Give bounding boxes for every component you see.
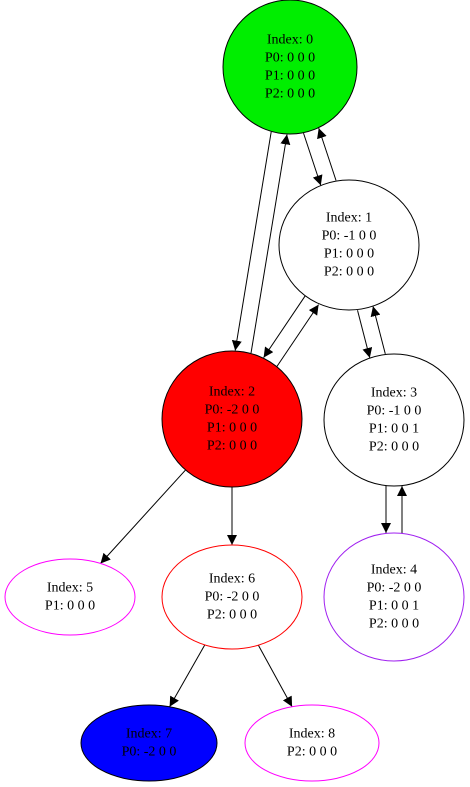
edge-n1-to-n3 (357, 310, 373, 359)
edge-n0-to-n1 (303, 132, 323, 186)
node-6: Index: 6 P0: -2 0 0 P2: 0 0 0 (161, 544, 303, 650)
node-shape (161, 544, 303, 650)
node-label-line: P1: 0 0 1 (369, 422, 419, 437)
node-label-line: P1: 0 0 0 (324, 247, 374, 262)
node-shape (323, 532, 465, 662)
node-4: Index: 4 P0: -2 0 0 P1: 0 0 1 P2: 0 0 0 (323, 532, 465, 662)
node-label-line: Index: 4 (371, 563, 417, 578)
node-shape (80, 704, 218, 782)
node-label-line: Index: 5 (47, 581, 93, 596)
node-label-line: P0: -2 0 0 (367, 581, 422, 596)
node-label-line: P2: 0 0 0 (369, 440, 419, 455)
node-label-line: P2: 0 0 0 (287, 745, 337, 760)
node-label-line: Index: 1 (326, 211, 372, 226)
edge-n6-to-n7 (169, 644, 206, 708)
node-label-line: P2: 0 0 0 (324, 265, 374, 280)
node-label-line: P1: 0 0 1 (369, 599, 419, 614)
node-5: Index: 5 P1: 0 0 0 (4, 558, 136, 636)
edge-n2-to-n1 (276, 304, 320, 367)
node-shape (161, 350, 303, 488)
node-label-line: P0: -2 0 0 (205, 590, 260, 605)
node-label-line: P2: 0 0 0 (265, 87, 315, 102)
node-label-line: P0: -2 0 0 (122, 745, 177, 760)
edge-n1-to-n2 (263, 295, 306, 358)
node-label-line: Index: 8 (289, 727, 335, 742)
node-label-line: P0: -1 0 0 (367, 404, 422, 419)
node-label-line: P0: 0 0 0 (265, 51, 315, 66)
node-shape (323, 353, 465, 487)
node-label-line: Index: 0 (267, 33, 313, 48)
node-label-line: P2: 0 0 0 (207, 608, 257, 623)
node-8: Index: 8 P2: 0 0 0 (244, 704, 380, 782)
node-label-line: Index: 3 (371, 386, 417, 401)
node-label-line: Index: 2 (209, 385, 255, 400)
node-label-line: P0: -1 0 0 (322, 229, 377, 244)
node-label-line: P2: 0 0 0 (369, 617, 419, 632)
node-2: Index: 2 P0: -2 0 0 P1: 0 0 0 P2: 0 0 0 (161, 350, 303, 488)
node-label-line: Index: 7 (126, 727, 172, 742)
node-label-line: P2: 0 0 0 (207, 439, 257, 454)
node-shape (222, 0, 358, 135)
edge-n1-to-n0 (317, 127, 337, 181)
node-7: Index: 7 P0: -2 0 0 (80, 704, 218, 782)
node-label-line: P0: -2 0 0 (205, 403, 260, 418)
node-0: Index: 0 P0: 0 0 0 P1: 0 0 0 P2: 0 0 0 (222, 0, 358, 135)
edge-n3-to-n1 (370, 306, 386, 355)
edge-n0-to-n2 (231, 131, 272, 351)
node-1: Index: 1 P0: -1 0 0 P1: 0 0 0 P2: 0 0 0 (278, 179, 420, 311)
nodes-layer: Index: 0P0: 0 0 0P1: 0 0 0P2: 0 0 0Index… (4, 0, 465, 782)
edges-layer (100, 127, 407, 708)
node-label-line: P1: 0 0 0 (45, 599, 95, 614)
node-label-line: P1: 0 0 0 (207, 421, 257, 436)
node-shape (4, 558, 136, 636)
node-shape (278, 179, 420, 311)
edge-n2-to-n0 (250, 134, 291, 354)
node-3: Index: 3 P0: -1 0 0 P1: 0 0 1 P2: 0 0 0 (323, 353, 465, 487)
node-shape (244, 704, 380, 782)
node-label-line: Index: 6 (209, 572, 255, 587)
edge-n2-to-n5 (100, 469, 186, 564)
node-label-line: P1: 0 0 0 (265, 69, 315, 84)
edge-n6-to-n8 (257, 644, 293, 707)
